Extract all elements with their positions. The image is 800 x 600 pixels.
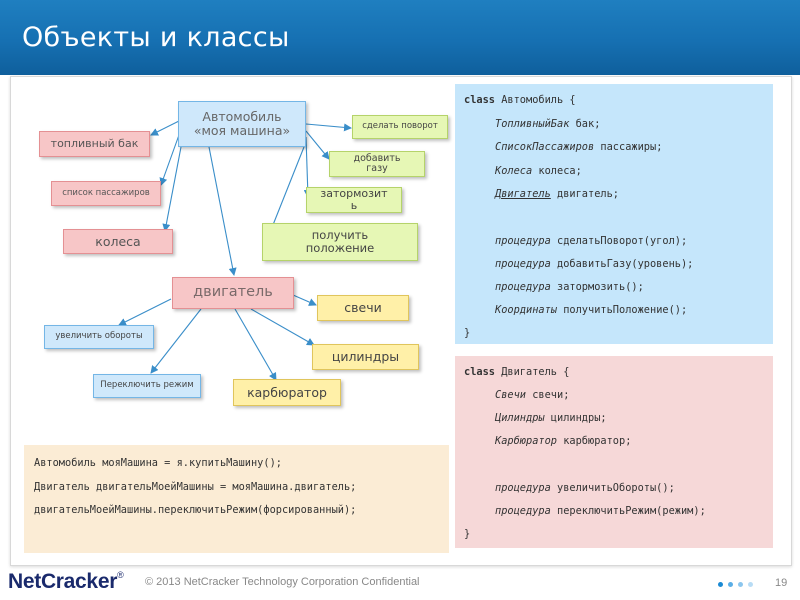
node-rpm: увеличить обороты — [44, 325, 154, 349]
car-method-line: процедура сделатьПоворот(угол); — [495, 235, 688, 247]
usage-code-panel: Автомобиль мояМашина = я.купитьМашину();… — [24, 445, 449, 553]
car-method-line: Координаты получитьПоложение(); — [495, 304, 688, 316]
usage-code-line: Двигатель двигательМоейМашины = мояМашин… — [34, 481, 357, 493]
car-field-line: Двигатель двигатель; — [495, 188, 619, 200]
car-method-line: процедура затормозить(); — [495, 281, 644, 293]
arrow-car-gas — [305, 130, 330, 160]
netcracker-logo: NetCracker® — [8, 570, 124, 593]
car-class-header: class Автомобиль { — [464, 94, 576, 106]
car-field-line: СписокПассажиров пассажиры; — [495, 141, 663, 153]
arrow-engine-rpm — [118, 298, 172, 326]
node-fuel-tank: топливный бак — [39, 131, 150, 157]
car-class-close: } — [464, 327, 471, 339]
car-method-line: процедура добавитьГазу(уровень); — [495, 258, 694, 270]
arrow-car-wheels — [162, 146, 182, 232]
engine-class-close: } — [464, 528, 471, 540]
page-number: 19 — [775, 577, 788, 589]
content-frame: Автомобиль «моя машина» топливный бак сп… — [10, 76, 792, 566]
node-cylinders: цилиндры — [312, 344, 419, 370]
usage-code-line: двигательМоейМашины.переключитьРежим(фор… — [34, 504, 357, 516]
engine-field-line: Цилиндры цилиндры; — [495, 412, 607, 424]
node-engine: двигатель — [172, 277, 294, 309]
arrow-car-passengers — [159, 134, 180, 186]
footer-dot-icon — [728, 582, 733, 587]
car-class-panel: class Автомобиль { ТопливныйБак бак; Спи… — [455, 84, 773, 344]
node-carburetor: карбюратор — [233, 379, 341, 406]
arrow-car-turn — [305, 123, 352, 132]
slide-header: Объекты и классы — [0, 0, 800, 75]
diagram-arrows — [118, 120, 352, 381]
arrow-engine-cylinders — [250, 308, 315, 346]
arrow-car-engine — [208, 146, 237, 276]
node-passengers: список пассажиров — [51, 181, 161, 206]
node-plugs: свечи — [317, 295, 409, 321]
arrow-engine-mode — [150, 308, 202, 374]
usage-code-line: Автомобиль мояМашина = я.купитьМашину(); — [34, 457, 282, 469]
slide-title: Объекты и классы — [22, 22, 290, 53]
footer-copyright: © 2013 NetCracker Technology Corporation… — [145, 576, 420, 588]
node-position: получить положение — [262, 223, 418, 261]
footer-dot-icon — [738, 582, 743, 587]
engine-field-line: Свечи свечи; — [495, 389, 570, 401]
node-car: Автомобиль «моя машина» — [178, 101, 306, 147]
footer-dot-icon — [748, 582, 753, 587]
engine-class-header: class Двигатель { — [464, 366, 570, 378]
arrow-car-fuel — [150, 120, 180, 136]
node-turn: сделать поворот — [352, 115, 448, 139]
node-gas: добавить газу — [329, 151, 425, 177]
arrow-engine-carburetor — [234, 308, 277, 381]
engine-method-line: процедура увеличитьОбороты(); — [495, 482, 675, 494]
car-field-line: ТопливныйБак бак; — [495, 118, 601, 130]
node-mode: Переключить режим — [93, 374, 201, 398]
node-wheels: колеса — [63, 229, 173, 254]
engine-field-line: Карбюратор карбюратор; — [495, 435, 632, 447]
node-brake: затормозит ь — [306, 187, 402, 213]
engine-method-line: процедура переключитьРежим(режим); — [495, 505, 706, 517]
arrow-engine-plugs — [292, 294, 317, 306]
car-field-line: Колеса колеса; — [495, 165, 582, 177]
footer-dot-icon — [718, 582, 723, 587]
engine-class-panel: class Двигатель { Свечи свечи; Цилиндры … — [455, 356, 773, 548]
